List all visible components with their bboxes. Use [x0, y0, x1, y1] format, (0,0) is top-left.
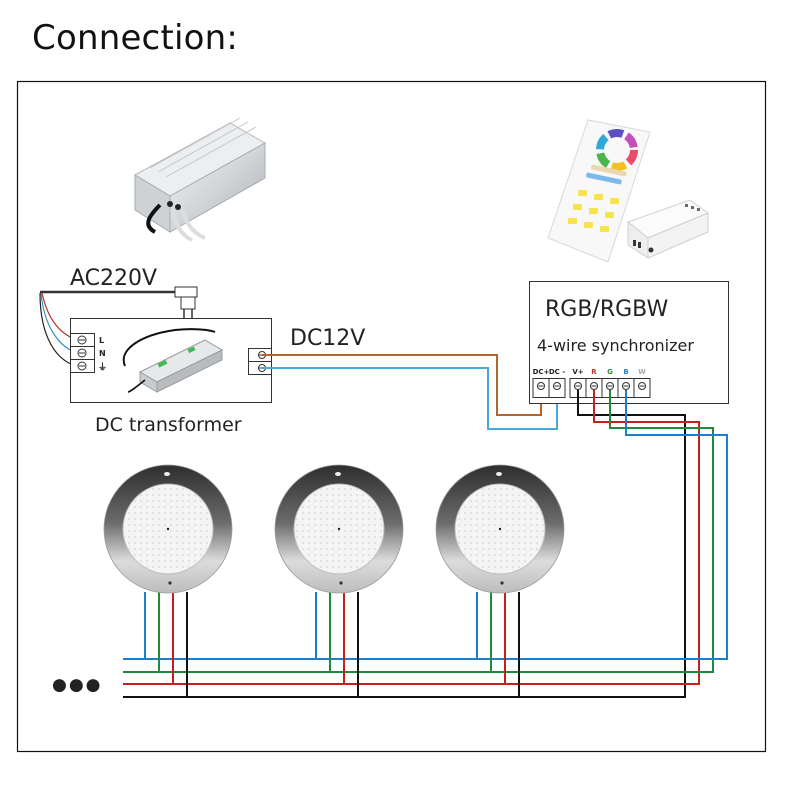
- synchronizer-box: RGB/RGBW 4-wire synchronizer DC+DC - V+ R G…: [529, 281, 729, 404]
- wire-green: [123, 390, 714, 673]
- sync-terminal-dc-minus: DC -: [548, 368, 566, 398]
- sync-terminal-label: R: [591, 368, 597, 376]
- sync-terminal-label: V+: [572, 368, 583, 376]
- sync-terminal-label: DC+: [533, 368, 550, 376]
- pool-light-1: [103, 464, 233, 697]
- sync-terminal-b: B: [617, 368, 635, 398]
- synchronizer-title: RGB/RGBW: [545, 297, 668, 322]
- terminal-label-n: N: [99, 349, 106, 358]
- dc-transformer-box: L N ⏚: [70, 318, 272, 403]
- sync-terminal-label: DC -: [549, 368, 565, 376]
- transformer-photo: [122, 328, 224, 393]
- wire-v-plus: [123, 390, 686, 698]
- light-center-dot: [337, 527, 341, 531]
- light-screw-bottom: [168, 581, 172, 585]
- pool-light-2: [274, 464, 404, 697]
- dc-voltage-label: DC12V: [290, 326, 365, 351]
- terminal-label-ground: ⏚: [98, 362, 107, 373]
- light-screw-top: [335, 472, 341, 476]
- transformer-dc-terminals: [248, 348, 272, 375]
- light-center-dot: [166, 527, 170, 531]
- ac-voltage-label: AC220V: [70, 266, 157, 291]
- sync-terminal-label: G: [607, 368, 613, 376]
- wire-dc-positive: [262, 354, 542, 416]
- sync-terminal-label: W: [638, 368, 646, 376]
- pool-lights: [103, 464, 565, 697]
- sync-terminal-g: G: [601, 368, 619, 398]
- light-screw-top: [496, 472, 502, 476]
- light-center-dot: [498, 527, 502, 531]
- diagram-frame: [16, 80, 767, 753]
- rgb-remote-and-controller-photo: [547, 119, 710, 263]
- wire-red: [123, 390, 700, 685]
- sync-terminal-w: W: [633, 368, 651, 398]
- pool-light-3: [435, 464, 565, 697]
- page-title: Connection:: [32, 18, 239, 58]
- light-screw-top: [164, 472, 170, 476]
- light-screw-bottom: [500, 581, 504, 585]
- sync-terminal-dc-plus: DC+: [532, 368, 550, 398]
- wire-dc-negative: [262, 367, 558, 430]
- power-supply-photo: [133, 117, 267, 242]
- wire-blue: [123, 390, 728, 660]
- rgb-wire-bus: [123, 390, 728, 698]
- more-lights-ellipsis: ●●●: [52, 675, 103, 695]
- synchronizer-subtitle: 4-wire synchronizer: [537, 336, 694, 355]
- transformer-ac-terminals: L N ⏚: [70, 333, 107, 373]
- terminal-label-l: L: [99, 336, 104, 345]
- transformer-label: DC transformer: [95, 414, 242, 436]
- sync-terminal-label: B: [623, 368, 628, 376]
- light-screw-bottom: [339, 581, 343, 585]
- synchronizer-terminals: DC+DC - V+ R G B W: [532, 368, 651, 398]
